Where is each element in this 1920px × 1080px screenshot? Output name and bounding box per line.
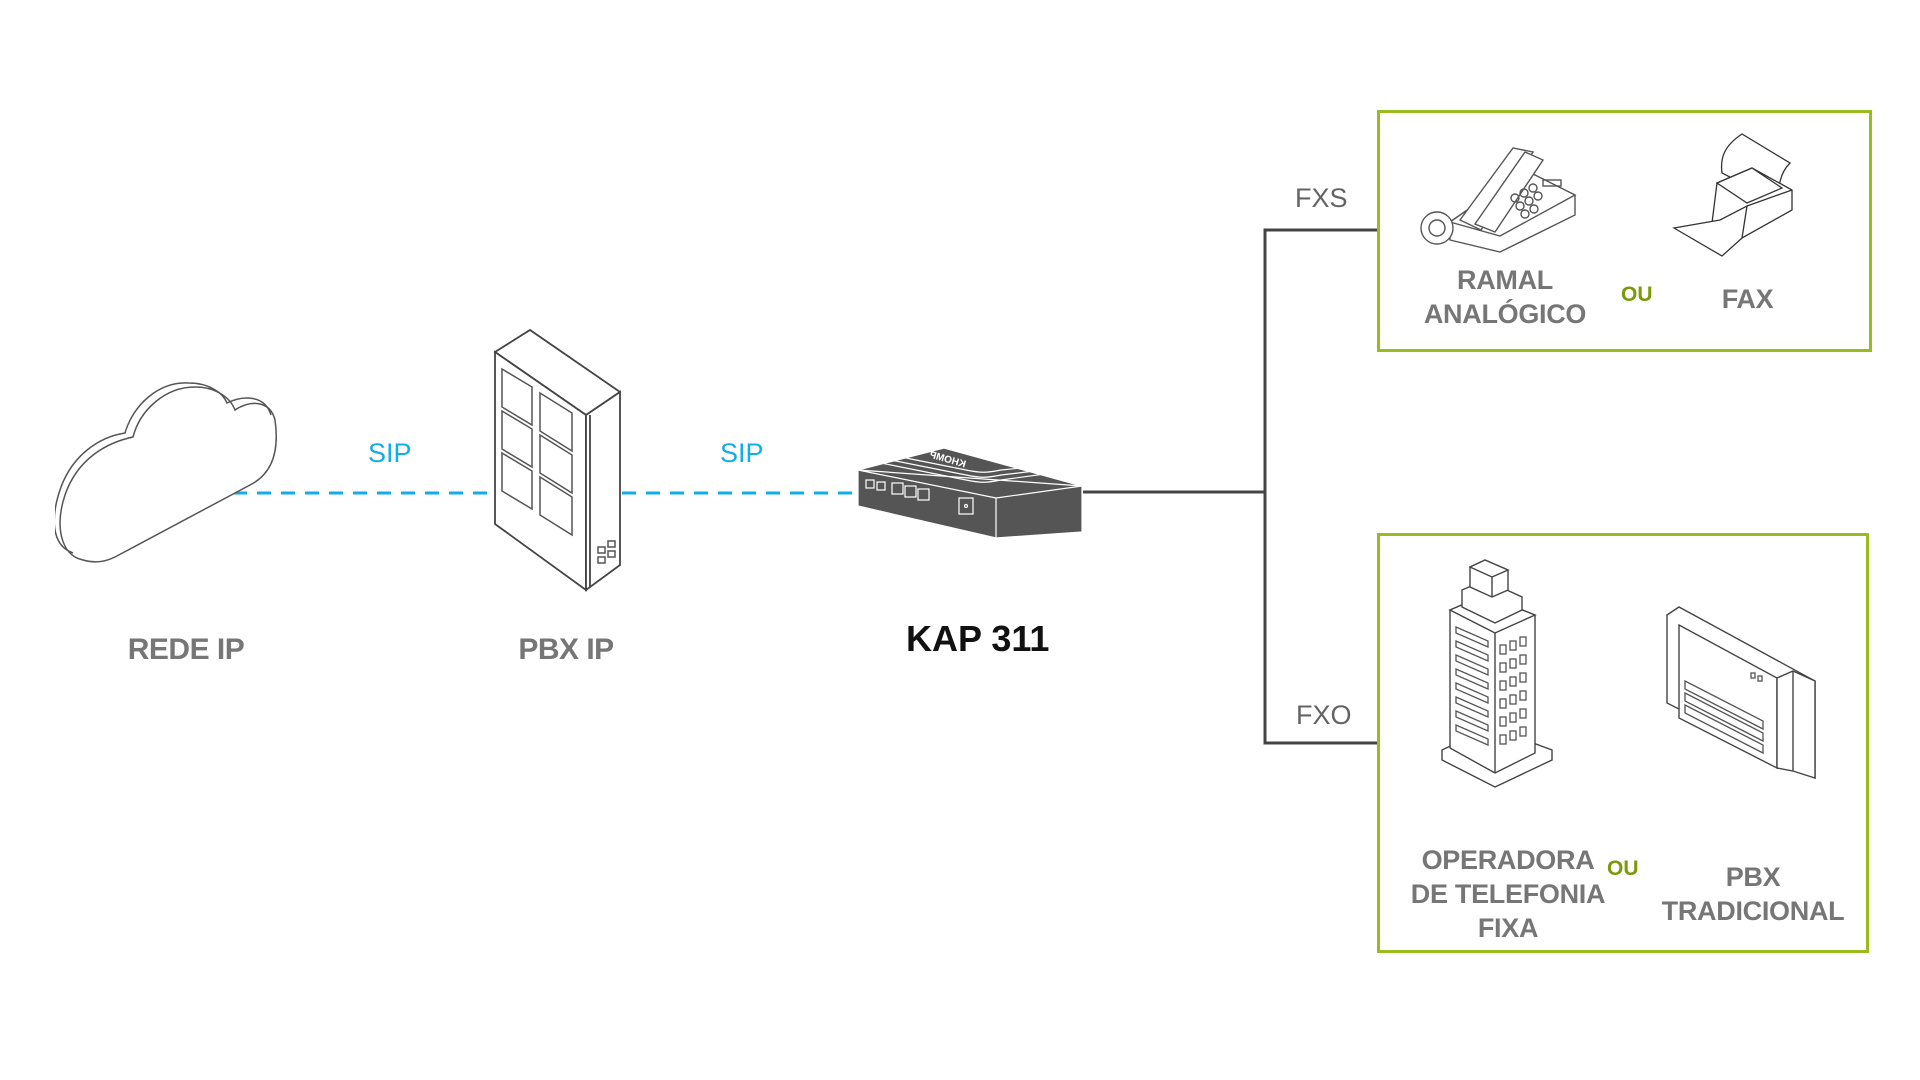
fxo-or-separator: OU: [1607, 857, 1639, 880]
pbx-ip-label: PBX IP: [518, 633, 614, 666]
fxo-right-label-line1: PBX: [1725, 862, 1781, 892]
fxo-left-label-line2: DE TELEFONIA: [1410, 879, 1606, 909]
fxo-left-label-line1: OPERADORA: [1421, 845, 1595, 875]
cloud-icon: [55, 382, 277, 563]
gateway-device-icon: KHOMP: [857, 447, 1083, 539]
fxo-port-label: FXO: [1296, 700, 1352, 730]
sip-link-label-1: SIP: [368, 438, 412, 468]
server-rack-icon: [493, 328, 622, 592]
fxs-port-label: FXS: [1295, 183, 1348, 213]
analog-phone-icon: [1420, 147, 1577, 253]
fxo-link: [1263, 492, 1378, 745]
gateway-label: KAP 311: [906, 618, 1050, 659]
fxo-endpoint-group: [1377, 533, 1869, 953]
fax-icon: [1672, 133, 1793, 257]
fxs-link: [1263, 228, 1378, 492]
fxs-left-label-line1: RAMAL: [1457, 265, 1553, 295]
legacy-pbx-icon: [1666, 606, 1816, 780]
sip-link-label-2: SIP: [720, 438, 764, 468]
office-building-icon: [1441, 559, 1553, 788]
fxs-endpoint-group: [1377, 110, 1872, 352]
fxo-right-label-line2: TRADICIONAL: [1661, 896, 1845, 926]
fxs-left-label-line2: ANALÓGICO: [1423, 299, 1587, 329]
fxo-left-label-line3: FIXA: [1477, 913, 1539, 943]
fxs-right-label: FAX: [1721, 284, 1774, 314]
fxs-or-separator: OU: [1621, 283, 1653, 306]
cloud-label: REDE IP: [127, 633, 245, 666]
